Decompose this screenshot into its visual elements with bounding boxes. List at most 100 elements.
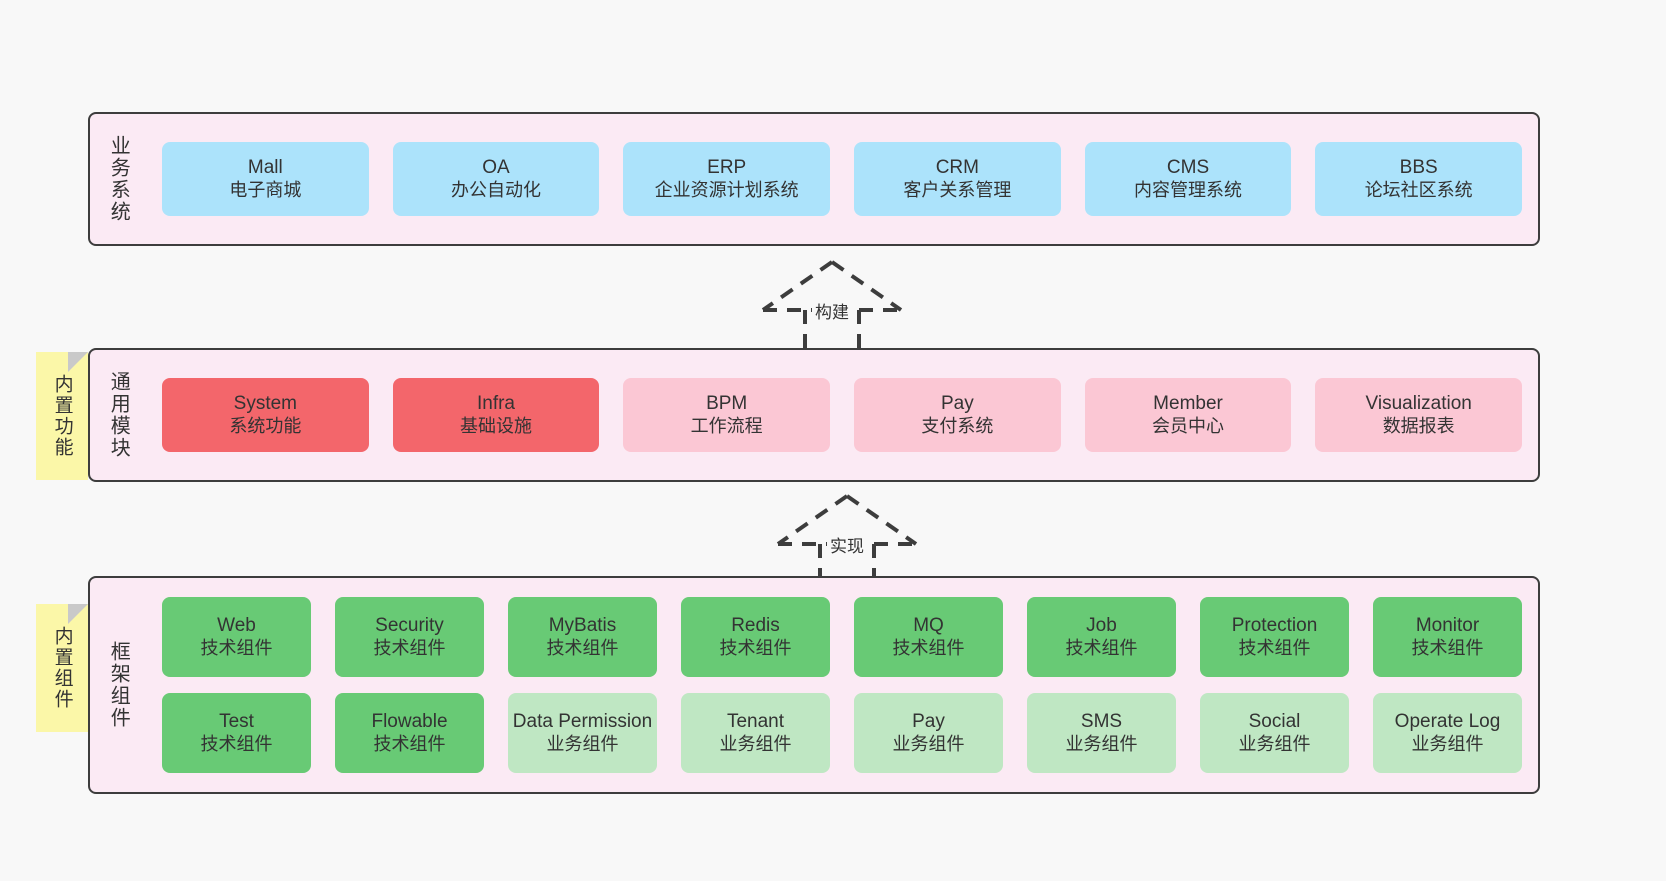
connector-label: 实现: [827, 532, 867, 557]
node-visualization[interactable]: Visualization 数据报表: [1315, 378, 1523, 452]
node-subtitle: 技术组件: [373, 733, 446, 754]
node-name: Pay: [912, 711, 945, 733]
node-name: OA: [482, 157, 510, 179]
node-name: MyBatis: [548, 615, 617, 637]
node-row: Mall 电子商城 OA 办公自动化 ERP 企业资源计划系统 CRM 客户关系…: [162, 142, 1523, 216]
node-operate-log[interactable]: Operate Log 业务组件: [1373, 693, 1522, 773]
node-subtitle: 技术组件: [892, 637, 965, 658]
sticky-note-label: 内置组件: [51, 626, 73, 710]
node-subtitle: 技术组件: [1411, 637, 1484, 658]
node-name: Social: [1248, 711, 1301, 733]
node-subtitle: 技术组件: [1065, 637, 1138, 658]
layer-framework-component[interactable]: 框架组件 Web 技术组件 Security 技术组件 MyBatis 技术组件…: [88, 576, 1540, 794]
node-redis[interactable]: Redis 技术组件: [681, 597, 830, 677]
node-security[interactable]: Security 技术组件: [335, 597, 484, 677]
sticky-note-label: 内置功能: [51, 374, 73, 458]
node-name: BBS: [1399, 157, 1438, 179]
node-tenant[interactable]: Tenant 业务组件: [681, 693, 830, 773]
node-subtitle: 业务组件: [1411, 733, 1484, 754]
node-subtitle: 企业资源计划系统: [654, 179, 799, 200]
node-name: Tenant: [726, 711, 785, 733]
layer-business-system[interactable]: 业务系统 Mall 电子商城 OA 办公自动化 ERP 企业资源计划系统 CRM…: [88, 112, 1540, 246]
node-data-permission[interactable]: Data Permission 业务组件: [508, 693, 657, 773]
node-subtitle: 会员中心: [1152, 415, 1225, 436]
node-name: Redis: [731, 615, 780, 637]
node-name: SMS: [1080, 711, 1123, 733]
node-subtitle: 内容管理系统: [1134, 179, 1243, 200]
node-mybatis[interactable]: MyBatis 技术组件: [508, 597, 657, 677]
node-subtitle: 业务组件: [1065, 733, 1138, 754]
node-crm[interactable]: CRM 客户关系管理: [854, 142, 1061, 216]
node-cms[interactable]: CMS 内容管理系统: [1084, 142, 1292, 216]
node-pay[interactable]: Pay 支付系统: [854, 378, 1061, 452]
node-name: CRM: [935, 157, 979, 179]
connector-build: 构建: [757, 258, 907, 354]
layer-common-module[interactable]: 通用模块 System 系统功能 Infra 基础设施 BPM 工作流程 Pay…: [88, 348, 1540, 482]
node-subtitle: 办公自动化: [451, 179, 541, 200]
node-subtitle: 业务组件: [892, 733, 965, 754]
node-name: CMS: [1166, 157, 1210, 179]
node-name: Mall: [247, 157, 283, 179]
node-name: Operate Log: [1394, 711, 1501, 733]
node-name: System: [233, 393, 298, 415]
node-subtitle: 业务组件: [1238, 733, 1311, 754]
node-erp[interactable]: ERP 企业资源计划系统: [623, 142, 831, 216]
node-subtitle: 基础设施: [460, 415, 532, 436]
node-bpm[interactable]: BPM 工作流程: [623, 378, 831, 452]
node-name: Visualization: [1365, 393, 1472, 415]
node-subtitle: 支付系统: [921, 415, 994, 436]
node-subtitle: 电子商城: [229, 179, 302, 200]
node-job[interactable]: Job 技术组件: [1027, 597, 1176, 677]
sticky-note-builtin-component[interactable]: 内置组件: [36, 604, 88, 732]
node-name: Job: [1086, 615, 1117, 637]
layer-title-common-module: 通用模块: [107, 371, 130, 459]
node-name: BPM: [706, 393, 748, 415]
node-name: Member: [1153, 393, 1223, 415]
node-web[interactable]: Web 技术组件: [162, 597, 311, 677]
node-name: Pay: [940, 393, 974, 415]
node-system[interactable]: System 系统功能: [162, 378, 369, 452]
node-name: Security: [375, 615, 444, 637]
node-subtitle: 技术组件: [200, 637, 273, 658]
node-subtitle: 工作流程: [690, 415, 763, 436]
node-infra[interactable]: Infra 基础设施: [392, 378, 600, 452]
node-name: Protection: [1231, 615, 1318, 637]
node-subtitle: 技术组件: [200, 733, 273, 754]
node-name: MQ: [913, 615, 944, 637]
node-row: System 系统功能 Infra 基础设施 BPM 工作流程 Pay 支付系统…: [162, 378, 1523, 452]
sticky-note-builtin-feature[interactable]: 内置功能: [36, 352, 88, 480]
node-mq[interactable]: MQ 技术组件: [854, 597, 1003, 677]
node-name: Web: [217, 615, 256, 637]
layer-body-framework-component: Web 技术组件 Security 技术组件 MyBatis 技术组件 Redi…: [146, 578, 1538, 792]
node-social[interactable]: Social 业务组件: [1200, 693, 1349, 773]
node-bbs[interactable]: BBS 论坛社区系统: [1315, 142, 1523, 216]
node-subtitle: 系统功能: [229, 415, 302, 436]
node-name: Data Permission: [512, 711, 653, 733]
node-row: Web 技术组件 Security 技术组件 MyBatis 技术组件 Redi…: [162, 597, 1522, 677]
node-mall[interactable]: Mall 电子商城: [162, 142, 369, 216]
node-oa[interactable]: OA 办公自动化: [392, 142, 600, 216]
node-monitor[interactable]: Monitor 技术组件: [1373, 597, 1522, 677]
node-pay-business[interactable]: Pay 业务组件: [854, 693, 1003, 773]
node-name: Monitor: [1415, 615, 1480, 637]
node-subtitle: 业务组件: [719, 733, 792, 754]
node-member[interactable]: Member 会员中心: [1084, 378, 1292, 452]
node-name: ERP: [707, 157, 747, 179]
connector-implement: 实现: [772, 492, 922, 588]
layer-body-common-module: System 系统功能 Infra 基础设施 BPM 工作流程 Pay 支付系统…: [146, 350, 1538, 480]
node-name: Flowable: [371, 711, 448, 733]
layer-title-framework-component: 框架组件: [107, 641, 130, 729]
node-name: Test: [219, 711, 254, 733]
node-test[interactable]: Test 技术组件: [162, 693, 311, 773]
node-subtitle: 数据报表: [1382, 415, 1455, 436]
node-sms[interactable]: SMS 业务组件: [1027, 693, 1176, 773]
node-row: Test 技术组件 Flowable 技术组件 Data Permission …: [162, 693, 1522, 773]
node-subtitle: 论坛社区系统: [1364, 179, 1473, 200]
node-flowable[interactable]: Flowable 技术组件: [335, 693, 484, 773]
node-name: Infra: [476, 393, 516, 415]
node-protection[interactable]: Protection 技术组件: [1200, 597, 1349, 677]
node-subtitle: 客户关系管理: [903, 179, 1012, 200]
node-subtitle: 技术组件: [373, 637, 446, 658]
node-subtitle: 技术组件: [719, 637, 792, 658]
